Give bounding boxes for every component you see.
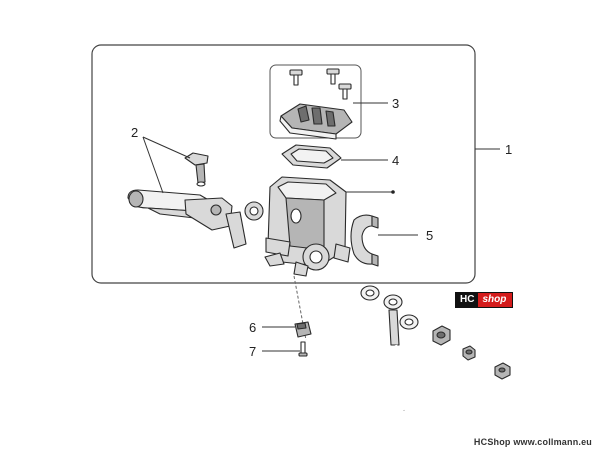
callout-7: 7 xyxy=(249,344,256,359)
banjo-bolt xyxy=(432,325,451,346)
bleeder-cap xyxy=(494,362,511,380)
leader-dot xyxy=(391,190,395,194)
switch-screw xyxy=(298,341,308,357)
bleeder-nipple xyxy=(462,345,476,361)
badge-hc: HC xyxy=(456,293,479,307)
brake-hose-highlight xyxy=(394,344,406,411)
brake-light-switch xyxy=(294,321,312,338)
lever-adjuster xyxy=(184,152,209,187)
callout-3: 3 xyxy=(392,96,399,111)
banjo-washer xyxy=(399,314,419,330)
cover-screw xyxy=(326,68,340,85)
reservoir-diaphragm xyxy=(281,144,342,169)
leader-1-body xyxy=(393,149,500,192)
handlebar-clamp xyxy=(350,214,379,267)
callout-5: 5 xyxy=(426,228,433,243)
assembly-frame xyxy=(91,44,476,284)
hcshop-badge: HC shop xyxy=(455,292,514,308)
badge-shop: shop xyxy=(478,293,513,307)
callout-4: 4 xyxy=(392,153,399,168)
master-cylinder-body xyxy=(264,176,351,277)
crush-washer xyxy=(360,285,380,301)
banjo-fitting xyxy=(383,294,403,346)
assembly-axis xyxy=(293,275,307,341)
watermark: HCShop www.collmann.eu xyxy=(473,437,592,447)
cover-screw xyxy=(289,69,303,86)
leader-2b xyxy=(142,136,164,194)
callout-2: 2 xyxy=(131,125,138,140)
reservoir-cover xyxy=(279,103,353,140)
leader-2a xyxy=(142,136,191,159)
cover-screw xyxy=(338,83,352,100)
brake-lever xyxy=(127,189,264,249)
subassembly-frame-cover xyxy=(269,64,362,139)
callout-1: 1 xyxy=(505,142,512,157)
callout-6: 6 xyxy=(249,320,256,335)
